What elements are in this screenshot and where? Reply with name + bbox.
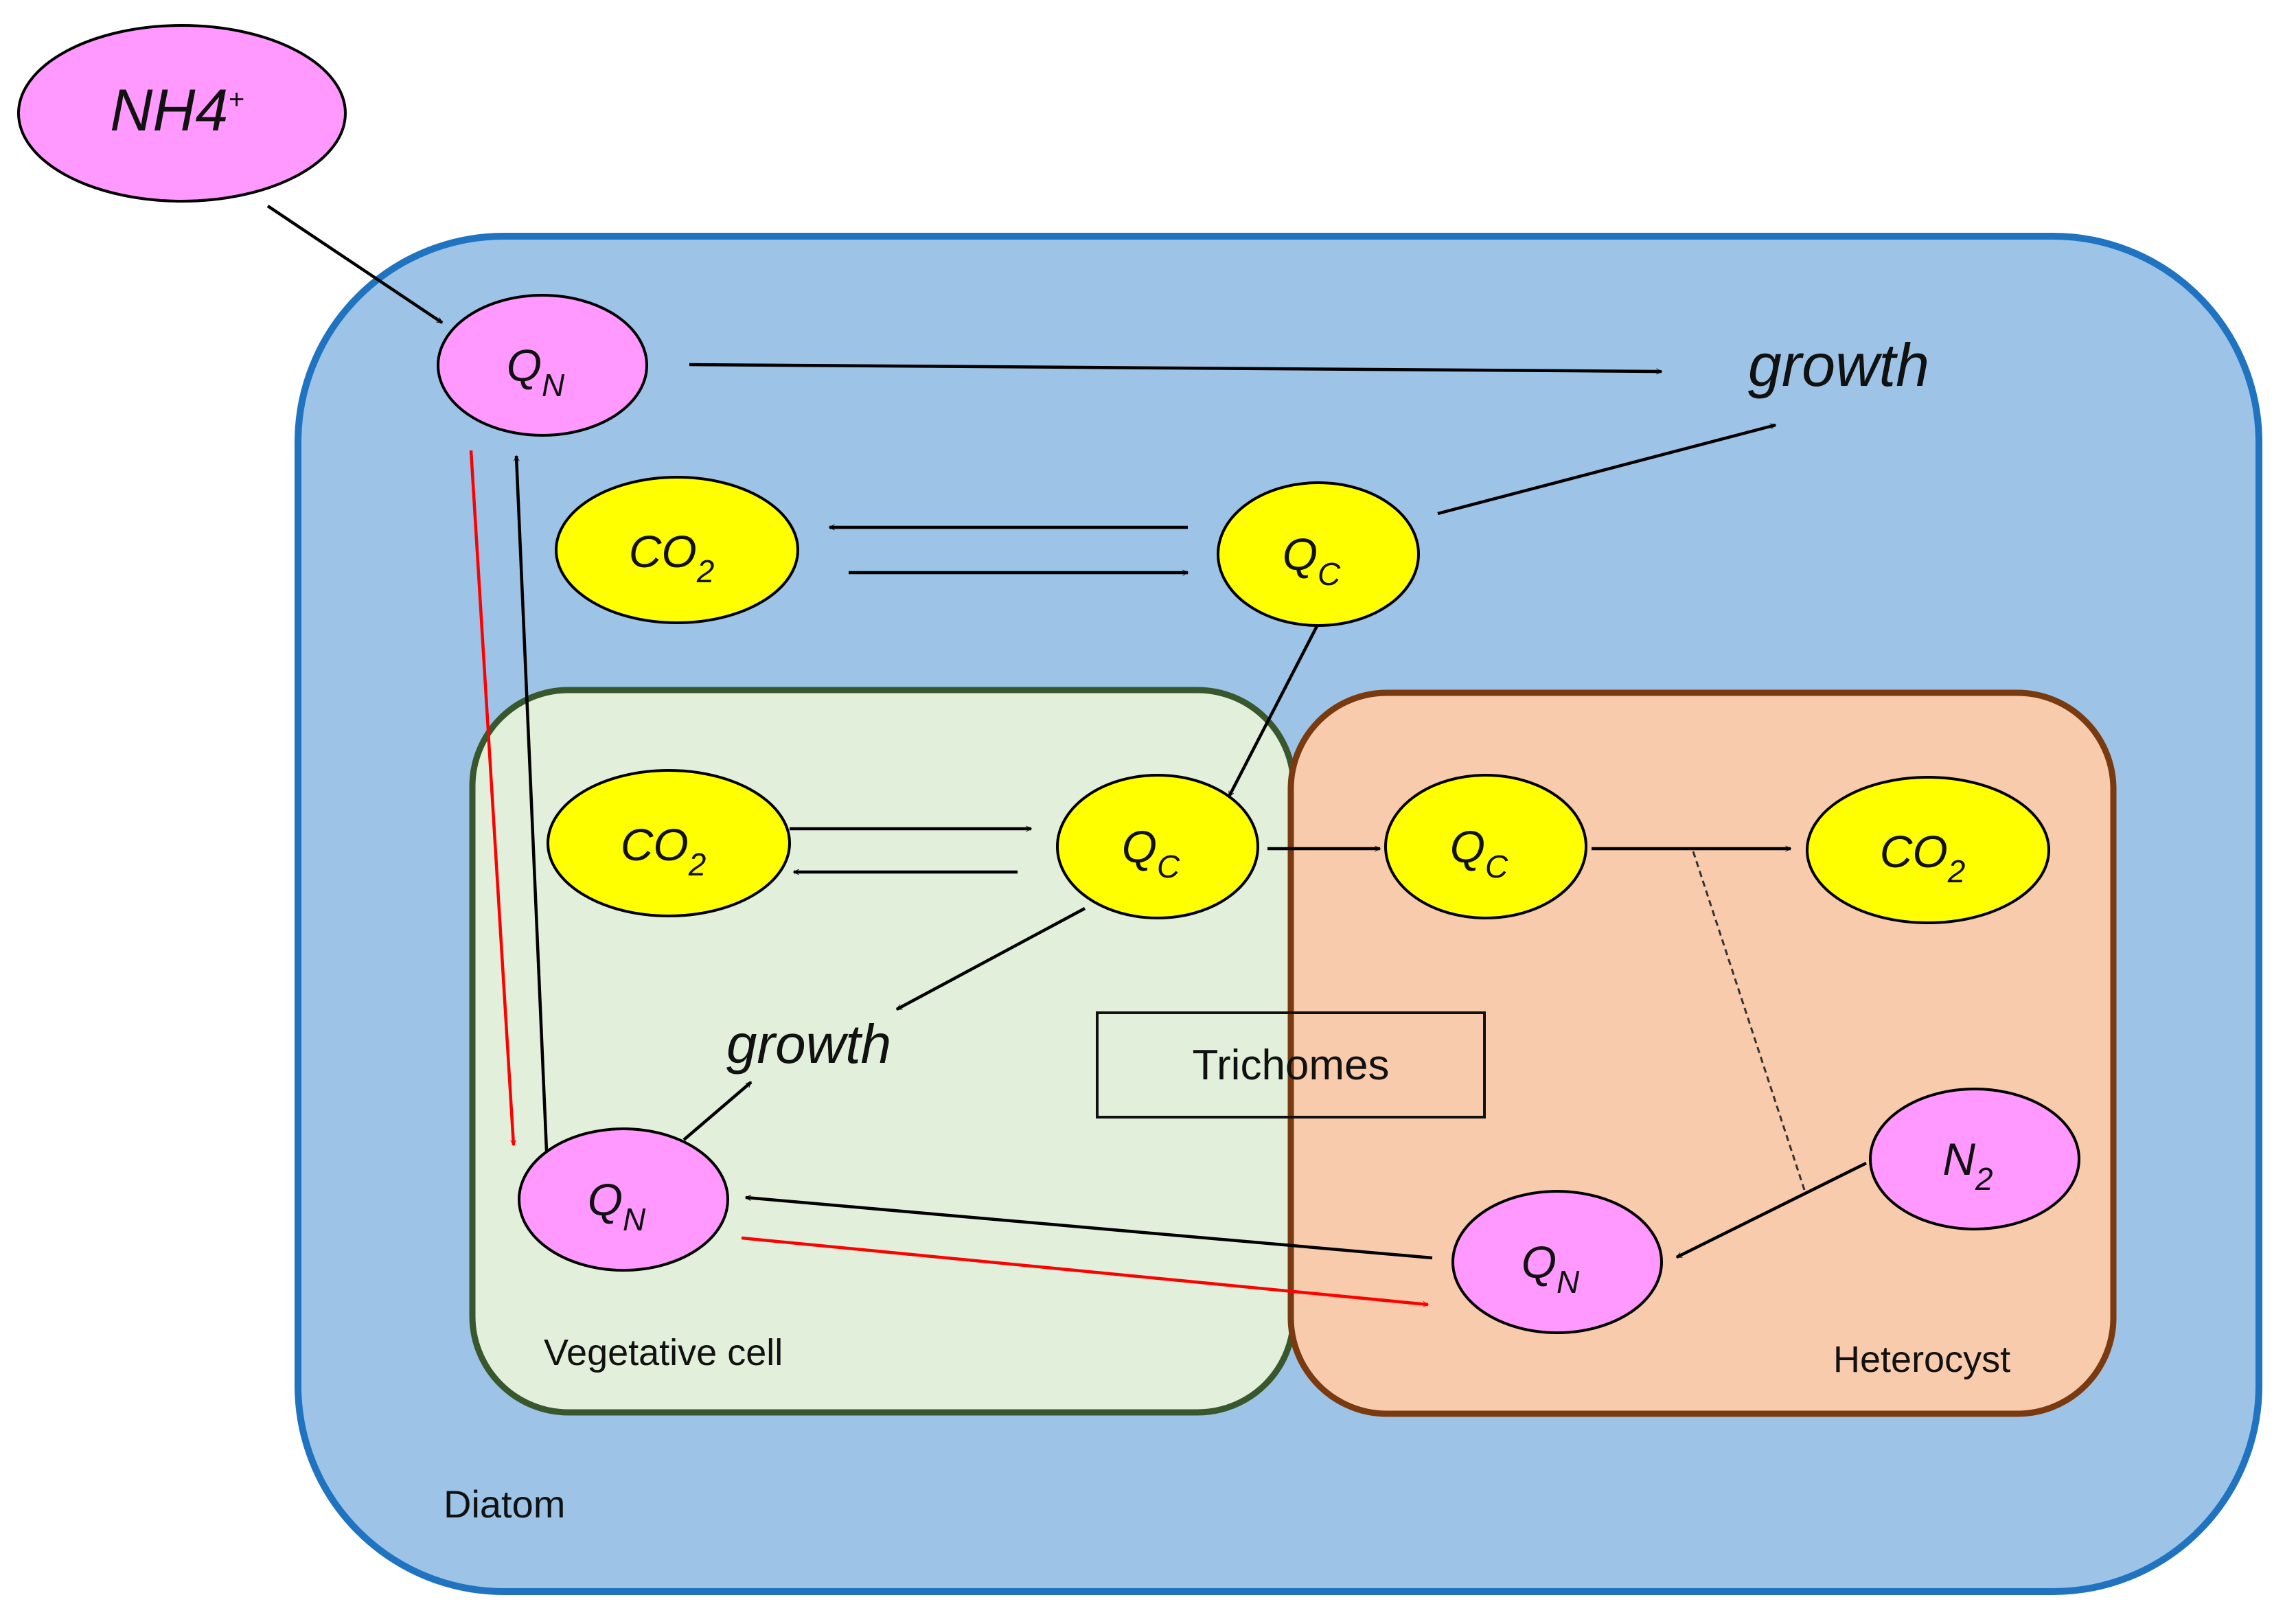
nh4-charge: + xyxy=(228,84,244,115)
heterocyst-qc-sub: C xyxy=(1485,849,1508,884)
diatom-qc-main: Q xyxy=(1283,529,1318,580)
vegetative-qc-label: QC xyxy=(1122,821,1180,884)
trichomes-box xyxy=(1096,1011,1486,1119)
vegetative-qn-sub: N xyxy=(623,1202,646,1237)
red-arrow-veg-qn-to-het-qn xyxy=(741,1236,1430,1307)
heterocyst-qn-node xyxy=(1451,1190,1663,1334)
heterocyst-co2-node xyxy=(1806,776,2050,924)
arrow-veg-qc-to-growth xyxy=(895,907,1086,1011)
arrow-n2-to-het-qn xyxy=(1675,1161,1868,1259)
heterocyst-qc-node xyxy=(1384,774,1587,919)
heterocyst-qn-sub: N xyxy=(1557,1264,1580,1300)
diatom-co2-sub: 2 xyxy=(696,553,715,589)
heterocyst-label: Heterocyst xyxy=(1833,1339,2010,1380)
heterocyst-n2-sub: 2 xyxy=(1975,1161,1993,1197)
diatom-qn-sub: N xyxy=(542,367,565,403)
heterocyst-n2-label: N2 xyxy=(1942,1134,1993,1197)
vegetative-co2-node xyxy=(547,769,791,917)
red-arrow-diatom-qn-to-veg-qn xyxy=(469,450,516,1147)
flow-arrows xyxy=(266,205,1868,1260)
diatom-qc-sub: C xyxy=(1318,556,1341,592)
dashed-link xyxy=(1692,851,1806,1191)
arrow-nh4-to-qn xyxy=(266,205,444,324)
diatom-qn-node xyxy=(437,294,648,437)
diatom-co2-label: CO2 xyxy=(629,526,715,589)
arrow-veg-qn-to-growth xyxy=(682,1081,753,1141)
diatom-growth-label: growth xyxy=(1748,331,1929,399)
vegetative-co2-sub: 2 xyxy=(688,847,707,882)
vegetative-qc-node xyxy=(1056,774,1259,919)
arrow-veg-qn-to-diatom-qn xyxy=(513,455,549,1151)
diatom-qc-node xyxy=(1217,481,1420,627)
heterocyst-n2-node xyxy=(1869,1088,2080,1230)
vegetative-cell-label: Vegetative cell xyxy=(544,1332,783,1373)
vegetative-qn-node xyxy=(518,1127,729,1272)
nh4-node xyxy=(17,24,347,203)
nh4-main: NH4 xyxy=(110,78,228,144)
arrow-qc-to-vegetative-qc xyxy=(1228,625,1318,798)
arrow-het-qn-to-veg-qn xyxy=(744,1195,1433,1260)
vegetative-co2-label: CO2 xyxy=(621,819,707,882)
vegetative-qn-label: QN xyxy=(588,1174,646,1237)
diatom-co2-main: CO xyxy=(629,526,697,577)
heterocyst-qc-label: QC xyxy=(1450,821,1508,884)
diatom-qc-label: QC xyxy=(1283,529,1341,592)
vegetative-growth-label: growth xyxy=(726,1013,891,1075)
heterocyst-co2-main: CO xyxy=(1880,826,1948,877)
heterocyst-qn-main: Q xyxy=(1522,1237,1557,1287)
diatom-label: Diatom xyxy=(444,1482,565,1526)
arrow-qn-to-growth xyxy=(689,363,1663,375)
diatom-qn-main: Q xyxy=(507,340,542,391)
transfer-arrows xyxy=(469,450,1430,1307)
heterocyst-qc-main: Q xyxy=(1450,821,1485,872)
trichomes-label: Trichomes xyxy=(1192,1042,1389,1089)
nh4-label: NH4+ xyxy=(110,78,244,144)
vegetative-co2-main: CO xyxy=(621,819,689,870)
heterocyst-co2-sub: 2 xyxy=(1947,853,1966,889)
vegetative-qc-sub: C xyxy=(1157,849,1180,884)
heterocyst-qn-label: QN xyxy=(1522,1237,1580,1300)
diatom-qn-label: QN xyxy=(507,340,565,403)
heterocyst-co2-label: CO2 xyxy=(1880,826,1966,889)
vegetative-qc-main: Q xyxy=(1122,821,1157,872)
heterocyst-n2-main: N xyxy=(1942,1134,1975,1184)
vegetative-qn-main: Q xyxy=(588,1174,623,1225)
diatom-co2-node xyxy=(555,476,799,624)
arrow-qc-to-growth xyxy=(1437,423,1777,516)
